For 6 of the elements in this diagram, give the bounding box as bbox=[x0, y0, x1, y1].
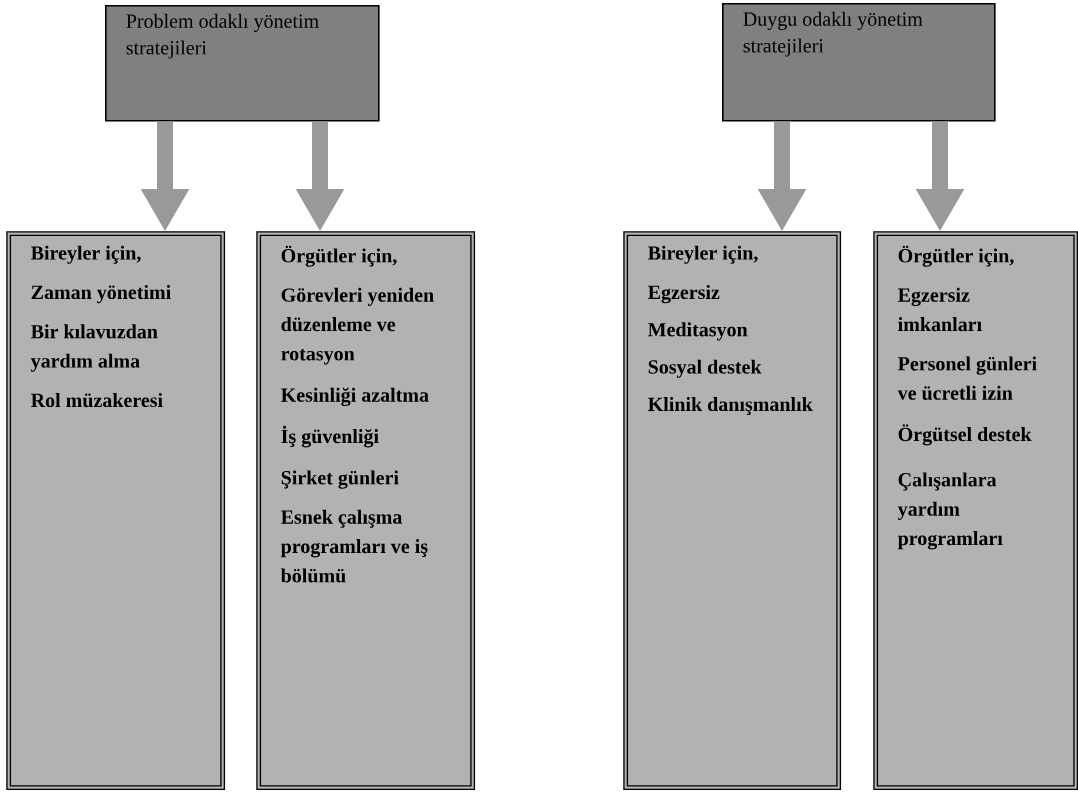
heading-box: Duygu odaklı yönetim stratejileri bbox=[722, 3, 996, 122]
strategy-column: Örgütler için, Egzersiz imkanları Personel günleri ve ücretli izin Örgütsel destek Çalışanlara yardım programları bbox=[873, 231, 1078, 791]
strategy-column: Bireyler için, Egzersiz Meditasyon Sosyal destek Klinik danışmanlık bbox=[623, 231, 842, 791]
strategy-column: Bireyler için, Zaman yönetimi Bir kılavuzdan yardım alma Rol müzakeresi bbox=[6, 231, 226, 791]
strategy-column: Örgütler için, Görevleri yeniden düzenleme ve rotasyon Kesinliği azaltma İş güvenliği Şirket günleri Esnek çalışma programları ve iş bölümü bbox=[256, 231, 476, 791]
heading-box: Problem odaklı yönetim stratejileri bbox=[105, 5, 380, 122]
